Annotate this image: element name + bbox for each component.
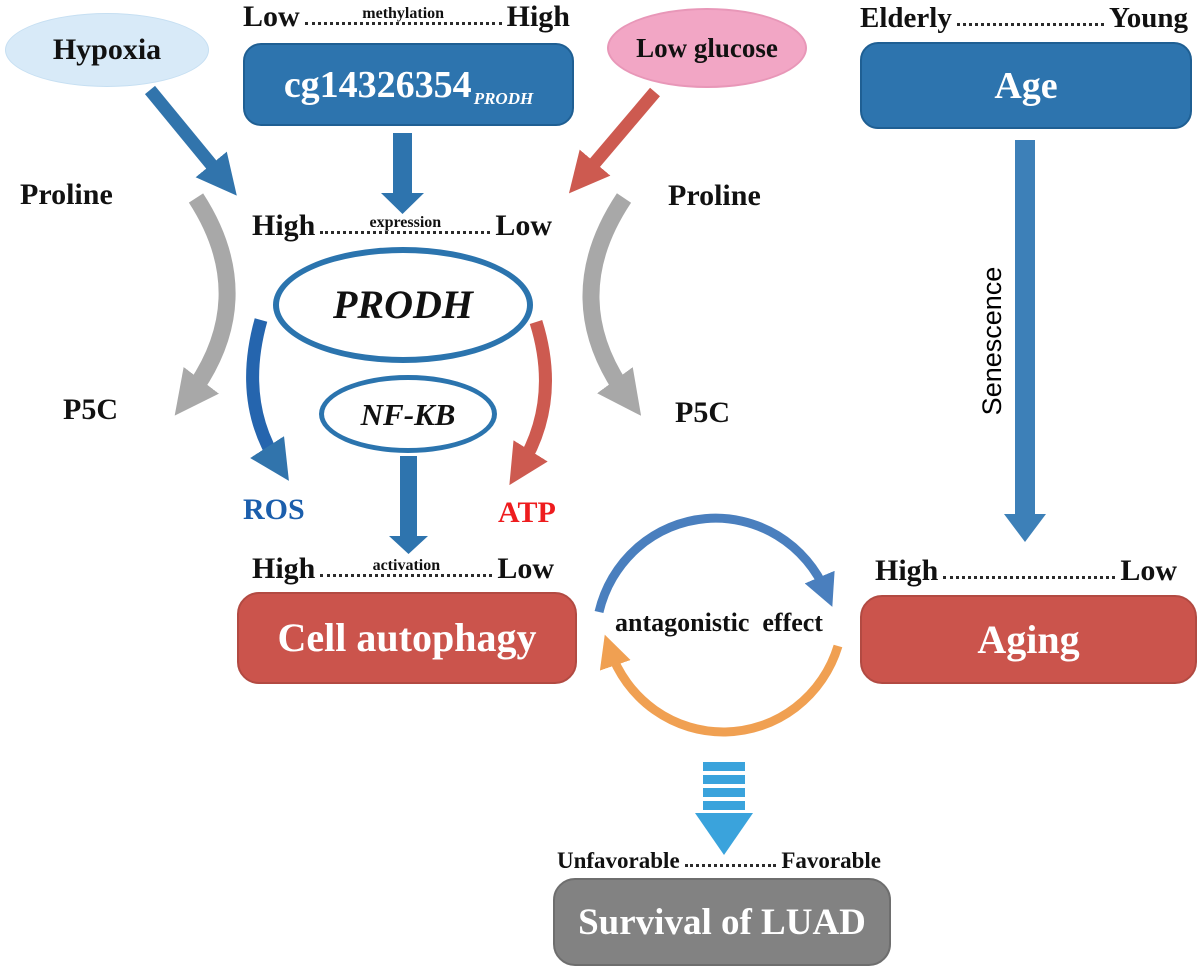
arrow-age-to-aging xyxy=(1004,140,1046,542)
activation-dotted-line: activation xyxy=(315,558,497,584)
atp-label: ATP xyxy=(498,496,556,529)
expression-low-label: Low xyxy=(495,209,552,242)
age-box: Age xyxy=(860,42,1192,129)
prodh-ellipse: PRODH xyxy=(273,247,533,363)
activation-high-label: High xyxy=(252,552,316,585)
expression-scale: High expression Low xyxy=(252,211,552,241)
age-dotted-line xyxy=(952,23,1109,33)
p5c-right-label: P5C xyxy=(675,396,730,429)
age-young-label: Young xyxy=(1109,2,1188,34)
arrow-lowglucose-to-prodh xyxy=(568,87,660,194)
aging-label: Aging xyxy=(977,616,1080,662)
nfkb-label: NF-KB xyxy=(360,396,456,432)
cell-autophagy-label: Cell autophagy xyxy=(277,615,537,660)
arrow-proline-p5c-right xyxy=(582,193,642,416)
methylation-high-label: High xyxy=(506,0,570,33)
activation-label: activation xyxy=(372,557,441,574)
arrow-proline-p5c-left xyxy=(174,193,236,416)
low-glucose-label: Low glucose xyxy=(636,32,778,63)
cg-site-subscript: PRODH xyxy=(473,89,534,108)
senescence-label: Senescence xyxy=(977,266,1007,416)
p5c-left-label: P5C xyxy=(63,393,118,426)
aging-high-label: High xyxy=(875,554,939,587)
nfkb-ellipse: NF-KB xyxy=(319,375,497,453)
arrow-striped-to-survival xyxy=(695,762,753,855)
expression-label: expression xyxy=(369,214,442,231)
survival-unfavorable-label: Unfavorable xyxy=(557,848,680,873)
proline-left-label: Proline xyxy=(20,178,113,211)
cg-site-label: cg14326354 xyxy=(283,63,472,106)
ros-label: ROS xyxy=(243,493,305,526)
prodh-label: PRODH xyxy=(333,282,473,327)
arrow-cgsite-to-expression xyxy=(381,133,424,214)
arrow-prodh-to-atp xyxy=(509,320,552,486)
aging-box: Aging xyxy=(860,595,1197,684)
expression-high-label: High xyxy=(252,209,316,242)
activation-low-label: Low xyxy=(497,552,554,585)
cell-autophagy-box: Cell autophagy xyxy=(237,592,577,684)
survival-box: Survival of LUAD xyxy=(553,878,891,966)
methylation-scale: Low methylation High xyxy=(243,2,570,32)
age-elderly-label: Elderly xyxy=(860,2,952,34)
expression-dotted-line: expression xyxy=(315,215,495,241)
survival-label: Survival of LUAD xyxy=(578,901,866,943)
arrow-nfkb-to-activation xyxy=(389,456,428,554)
low-glucose-ellipse: Low glucose xyxy=(607,8,807,88)
hypoxia-label: Hypoxia xyxy=(52,33,162,66)
methylation-dotted-line: methylation xyxy=(300,6,507,32)
methylation-label: methylation xyxy=(362,5,445,22)
survival-favorable-label: Favorable xyxy=(781,848,881,873)
survival-dotted-line xyxy=(680,864,782,872)
aging-low-label: Low xyxy=(1120,554,1177,587)
aging-dotted-line xyxy=(938,576,1120,586)
age-scale: Elderly Young xyxy=(860,4,1188,33)
arrow-cycle-blue xyxy=(594,513,835,614)
methylation-low-label: Low xyxy=(243,0,300,33)
arrow-prodh-to-ros xyxy=(246,318,289,481)
arrow-hypoxia-to-prodh xyxy=(144,85,237,196)
hypoxia-ellipse: Hypoxia xyxy=(5,13,209,87)
age-label: Age xyxy=(994,64,1058,107)
activation-scale: High activation Low xyxy=(252,554,554,584)
proline-right-label: Proline xyxy=(668,179,761,212)
antagonistic-effect-label: antagonistic effect xyxy=(615,608,823,637)
survival-scale: Unfavorable Favorable xyxy=(557,849,881,872)
aging-scale: High Low xyxy=(875,556,1177,586)
arrow-cycle-orange xyxy=(599,634,843,737)
